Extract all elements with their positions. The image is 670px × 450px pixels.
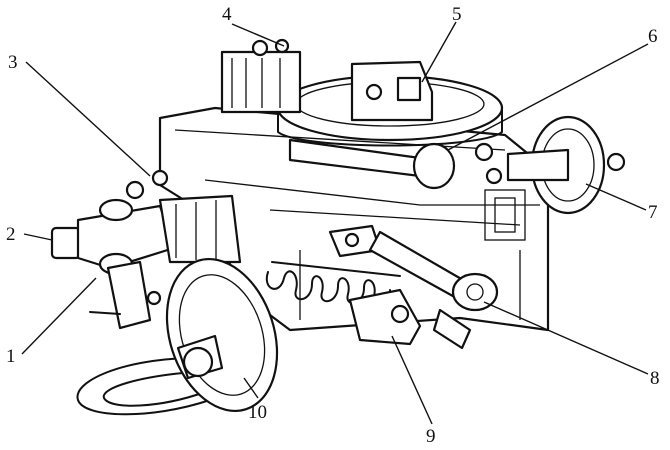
vacuum-diaphragm [165,257,279,413]
leader-5 [421,21,457,83]
callout-5: 5 [452,4,462,25]
leader-8 [483,301,649,375]
leader-7 [585,183,647,211]
choke-rod [288,138,503,190]
callout-labels: 1 2 3 4 5 6 7 8 9 10 [6,4,660,447]
leader-10 [243,377,259,399]
leader-4 [231,23,285,47]
throttle-spring [265,261,401,306]
throttle-linkage [368,230,499,350]
mounting-bracket [89,260,162,330]
callout-1: 1 [6,346,16,367]
callout-10: 10 [248,402,267,423]
callout-7: 7 [648,202,658,223]
choke-pull-off [506,115,626,215]
leader-6 [447,43,649,151]
callout-3: 3 [8,52,18,73]
callout-8: 8 [650,368,660,389]
callout-4: 4 [222,4,232,25]
fuel-inlet-assembly [50,169,242,276]
vacuum-hose [76,357,211,416]
leader-3 [25,61,151,177]
leader-2 [23,233,53,241]
callout-6: 6 [648,26,658,47]
throttle-lever [328,224,422,346]
leader-1 [21,277,97,355]
choke-housing [220,38,302,114]
callout-2: 2 [6,224,16,245]
leader-9 [391,335,433,425]
choke-bracket [350,60,434,122]
leader-lines [21,21,649,425]
callout-9: 9 [426,426,436,447]
